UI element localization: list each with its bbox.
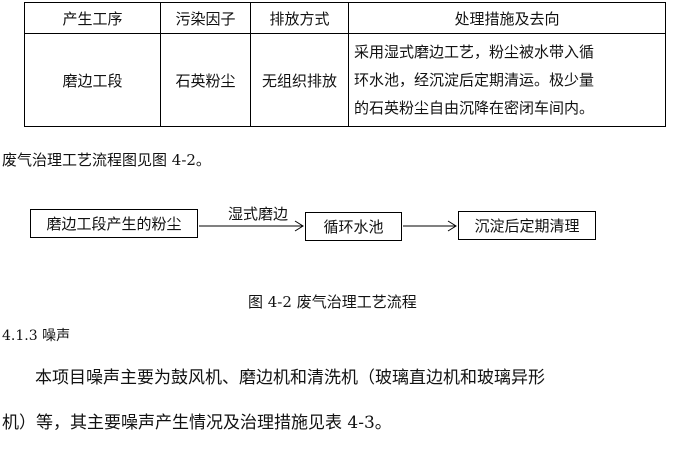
flow-arrow-1-head: [294, 220, 304, 232]
paragraph-line: 机）等，其主要噪声产生情况及治理措施见表 4-3。: [2, 413, 392, 433]
table-header-row: 产生工序 污染因子 排放方式 处理措施及去向: [24, 2, 666, 34]
flow-box-sedimentation: 沉淀后定期清理: [458, 211, 596, 240]
pollution-source-table: 产生工序 污染因子 排放方式 处理措施及去向 磨边工段 石英粉尘 无组织排放 采…: [24, 2, 666, 127]
cell-measures: 采用湿式磨边工艺，粉尘被水带入循 环水池，经沉淀后定期清运。极少量 的石英粉尘自…: [348, 33, 666, 127]
intro-text: 废气治理工艺流程图见图 4-2。: [2, 151, 211, 169]
measures-line: 环水池，经沉淀后定期清运。极少量: [354, 71, 595, 89]
flow-arrow-2-head: [447, 220, 457, 232]
flow-box-dust-source: 磨边工段产生的粉尘: [30, 209, 198, 238]
measures-line: 的石英粉尘自由沉降在密闭车间内。: [354, 99, 595, 117]
measures-line: 采用湿式磨边工艺，粉尘被水带入循: [354, 43, 595, 61]
header-pollutant: 污染因子: [160, 2, 251, 34]
header-measures: 处理措施及去向: [348, 2, 666, 34]
figure-caption: 图 4-2 废气治理工艺流程: [248, 293, 417, 311]
paragraph-line: 本项目噪声主要为鼓风机、磨边机和清洗机（玻璃直边机和玻璃异形: [35, 368, 545, 388]
table-row: 磨边工段 石英粉尘 无组织排放 采用湿式磨边工艺，粉尘被水带入循 环水池，经沉淀…: [24, 33, 666, 127]
flow-arrow-label: 湿式磨边: [228, 205, 289, 223]
cell-emission: 无组织排放: [250, 33, 349, 127]
flow-box-circulating-pool: 循环水池: [305, 212, 402, 241]
header-process: 产生工序: [24, 2, 161, 34]
section-heading: 4.1.3 噪声: [2, 328, 71, 344]
